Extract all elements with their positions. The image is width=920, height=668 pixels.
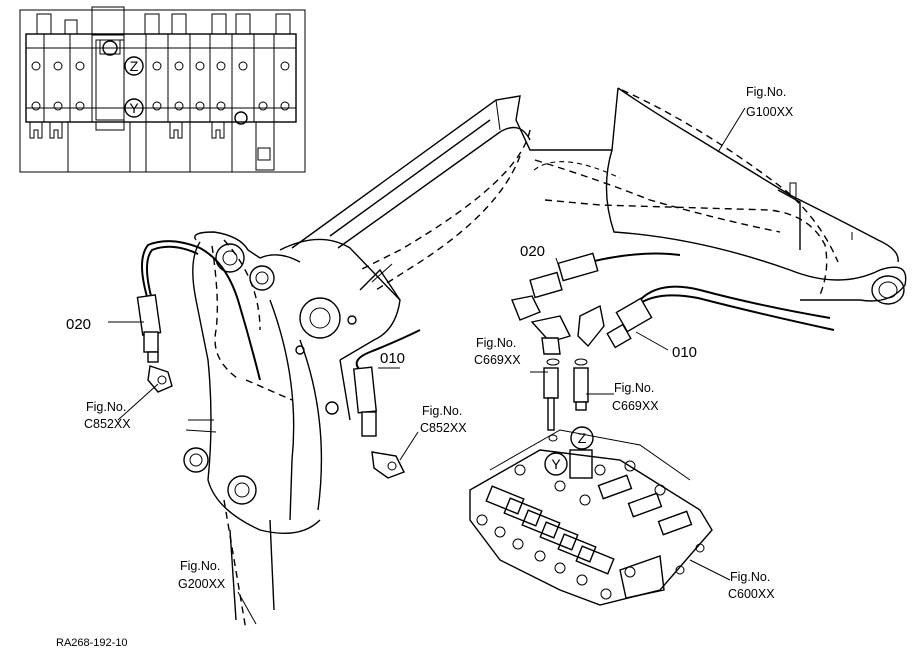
callout-g100-line2: G100XX bbox=[746, 105, 794, 119]
valve-marker-y-label: Y bbox=[551, 456, 561, 472]
callout-g100: Fig.No. G100XX bbox=[746, 85, 794, 119]
callout-c852-mid-line1: Fig.No. bbox=[422, 404, 462, 418]
part-020-left: 020 bbox=[66, 316, 91, 333]
callout-c669-right: Fig.No. C669XX bbox=[612, 381, 659, 413]
inset-marker-z bbox=[124, 56, 144, 76]
callout-g200: Fig.No. G200XX bbox=[178, 559, 226, 591]
control-valve-assembly bbox=[469, 429, 713, 606]
left-hose-assembly bbox=[136, 240, 261, 393]
callout-c600-line2: C600XX bbox=[728, 587, 775, 601]
top-hose-assembly bbox=[511, 252, 681, 355]
part-020-top: 020 bbox=[520, 243, 545, 260]
inset-marker-y bbox=[124, 98, 144, 118]
valve-marker-z bbox=[570, 426, 594, 450]
adapter-pair bbox=[543, 358, 589, 442]
callout-c852-mid: Fig.No. C852XX bbox=[420, 404, 467, 435]
arm-body bbox=[183, 231, 401, 631]
part-010-right: 010 bbox=[672, 344, 697, 361]
callout-g100-line1: Fig.No. bbox=[746, 85, 786, 99]
valve-marker-y bbox=[544, 452, 568, 476]
callout-c669-left-line2: C669XX bbox=[474, 353, 521, 367]
leader-lines bbox=[108, 107, 746, 625]
callout-c669-right-line1: Fig.No. bbox=[614, 381, 654, 395]
callout-c669-right-line2: C669XX bbox=[612, 399, 659, 413]
inset-marker-y-label: Y bbox=[129, 100, 139, 116]
inset-valve-view: Z Y bbox=[19, 6, 306, 173]
drawing-code: RA268-192-10 bbox=[56, 637, 128, 649]
mid-hose-assembly bbox=[352, 329, 421, 479]
callout-c600: Fig.No. C600XX bbox=[728, 570, 775, 601]
right-hose-assembly bbox=[577, 285, 835, 349]
callout-c852-left-line2: C852XX bbox=[84, 417, 131, 431]
callout-c852-mid-line2: C852XX bbox=[420, 421, 467, 435]
callout-c600-line1: Fig.No. bbox=[730, 570, 770, 584]
callout-c669-left: Fig.No. C669XX bbox=[474, 336, 521, 367]
callout-c852-left: Fig.No. C852XX bbox=[84, 400, 131, 431]
callout-c852-left-line1: Fig.No. bbox=[86, 400, 126, 414]
inset-marker-z-label: Z bbox=[130, 58, 139, 74]
callout-c669-left-line1: Fig.No. bbox=[476, 336, 516, 350]
part-010-mid: 010 bbox=[380, 350, 405, 367]
boom-body bbox=[291, 87, 907, 305]
callout-g200-line1: Fig.No. bbox=[180, 559, 220, 573]
valve-marker-z-label: Z bbox=[578, 430, 587, 446]
callout-g200-line2: G200XX bbox=[178, 577, 226, 591]
